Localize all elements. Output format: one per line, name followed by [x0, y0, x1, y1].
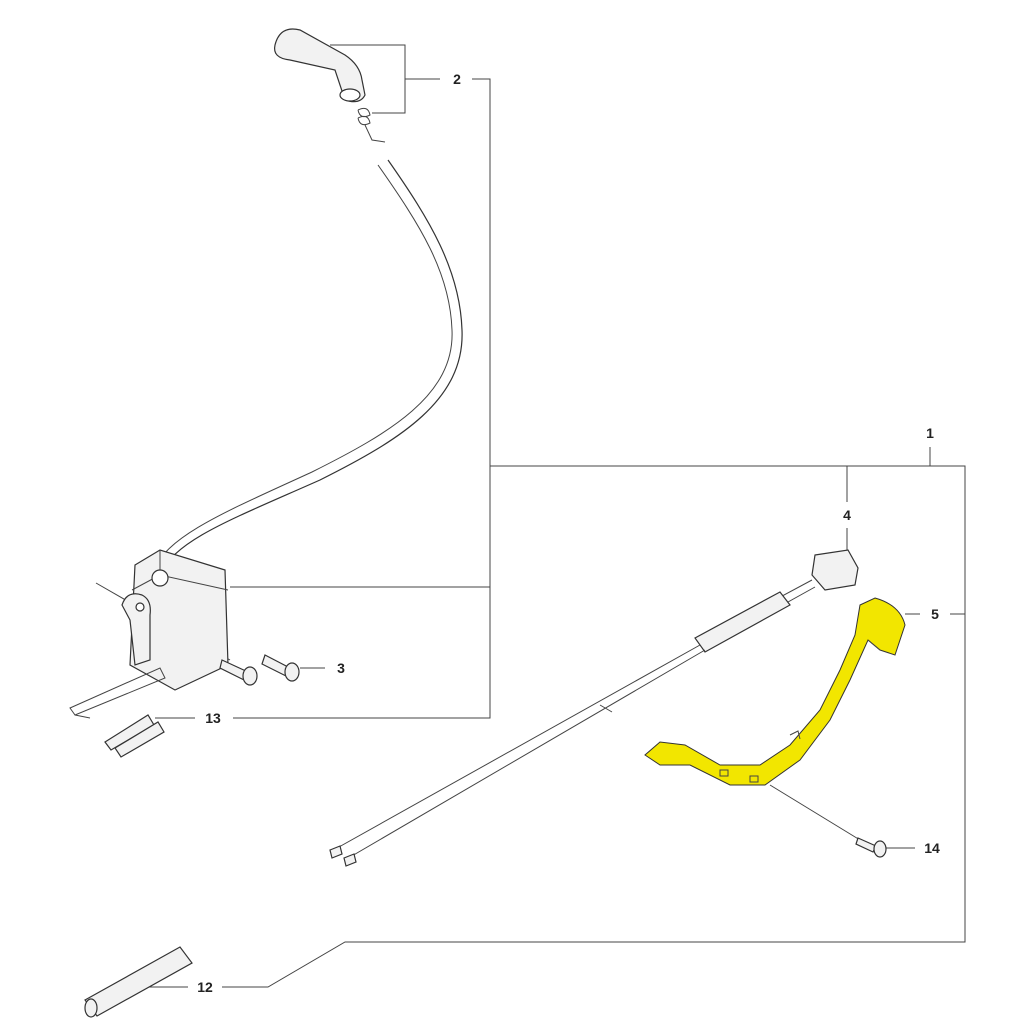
callout-1: 1	[926, 425, 934, 441]
leader-lines	[95, 44, 966, 988]
sleeves	[104, 714, 165, 758]
callout-5: 5	[931, 606, 939, 622]
callout-14: 14	[924, 840, 940, 856]
callout-4: 4	[843, 507, 851, 523]
spark-plug-boot	[273, 28, 386, 143]
ignition-lead	[159, 159, 463, 576]
ignition-lead-inner	[151, 164, 453, 573]
tube-12	[84, 946, 193, 1018]
callout-3: 3	[337, 660, 345, 676]
screw-14	[855, 837, 887, 858]
highlighted-bracket	[644, 597, 906, 786]
wire-harness	[329, 549, 859, 867]
ignition-coil	[69, 549, 229, 719]
screws	[219, 654, 300, 686]
callout-labels: 1 2 3 4 5 12 13 14	[197, 71, 940, 995]
callout-13: 13	[205, 710, 221, 726]
callout-2: 2	[453, 71, 461, 87]
callout-12: 12	[197, 979, 213, 995]
